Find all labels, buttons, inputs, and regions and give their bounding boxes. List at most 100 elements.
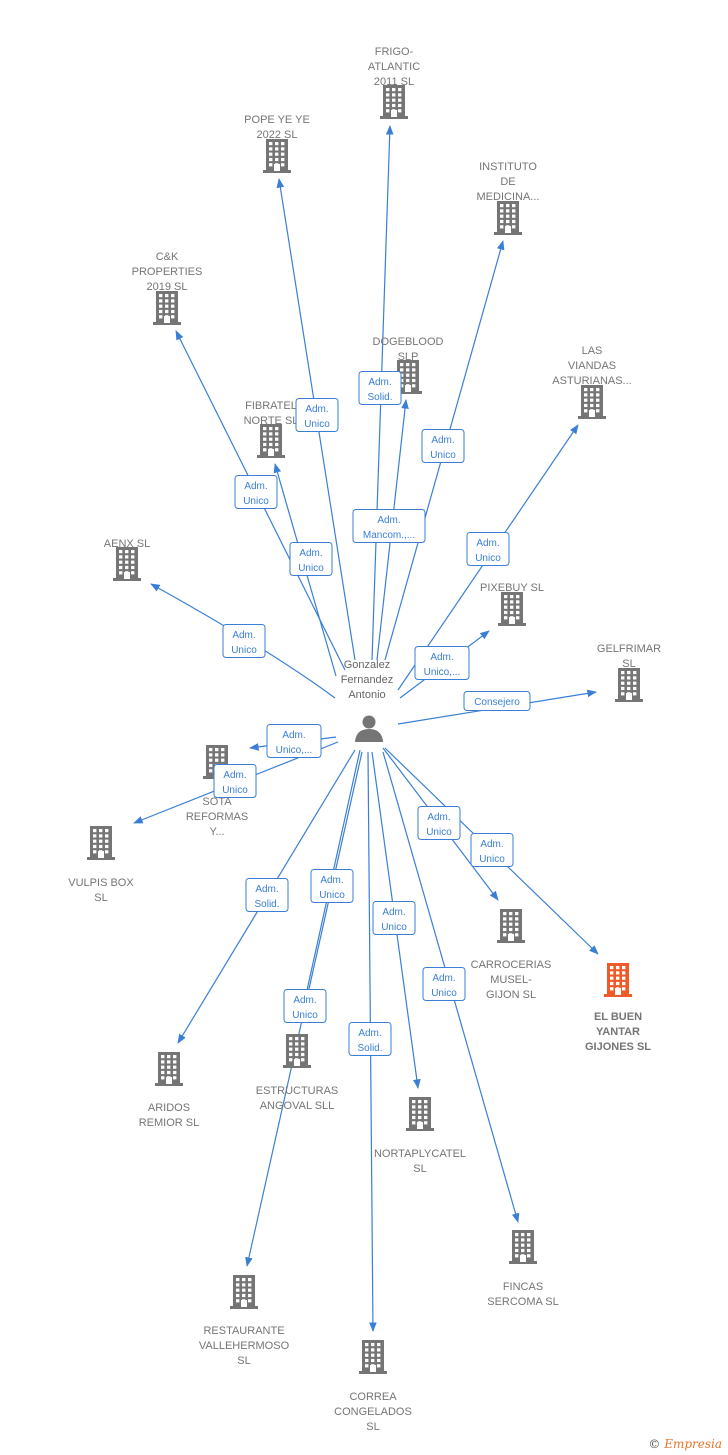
edge-label-restaurante[interactable]: Adm.Unico [283,989,327,1023]
edge-label-sota[interactable]: Adm.Unico,... [266,724,322,758]
edge-label-aenx[interactable]: Adm.Unico [222,624,266,658]
company-label-line: FINCAS [503,1281,543,1293]
edge-label-text: Adm.Unico [381,907,407,933]
edge-label-pixebuy[interactable]: Adm.Unico,... [414,646,470,680]
edge-label-box [421,429,465,463]
company-label-line: ARIDOS [148,1102,190,1114]
building-icon[interactable] [604,963,632,997]
edge-label-box [352,509,426,543]
edge-label-viandas[interactable]: Adm.Unico [466,532,510,566]
building-icon[interactable] [498,592,526,626]
edge-label-line: Adm. [431,435,454,446]
edge-label-fincas[interactable]: Adm.Unico [422,967,466,1001]
edge-label-aridos[interactable]: Adm.Solid. [245,878,289,912]
edge-label-frigo[interactable]: Adm. Solid. [358,371,402,405]
edge-label-ck[interactable]: Adm.Unico [234,475,278,509]
edge-label-box [245,878,289,912]
company-label-line: SERCOMA SL [487,1296,559,1308]
building-icon[interactable] [509,1230,537,1264]
building-icon[interactable] [497,909,525,943]
edge-label-text: Adm.Solid. [254,884,279,910]
edge-label-text: Adm.Unico [304,404,330,430]
edge-label-box [463,691,531,711]
edge-label-line: Unico [479,854,505,865]
brand-name[interactable]: Empresia [664,1437,722,1451]
building-icon[interactable] [155,1052,183,1086]
company-label-line: Y... [209,826,224,838]
building-icon[interactable] [87,826,115,860]
company-label-line: MEDICINA... [477,191,540,203]
company-label-line: SL [94,892,107,904]
company-label-pixebuy[interactable]: PIXEBUY SL [480,582,544,594]
building-icon[interactable] [263,139,291,173]
building-icon[interactable] [359,1340,387,1374]
edge-label-line: Adm. [368,377,391,388]
edge-label-line: Unico,... [424,667,461,678]
edge-label-estructuras[interactable]: Adm.Unico [310,869,354,903]
person-name-line: Antonio [348,689,385,701]
edge-label-gelfrimar[interactable]: Consejero [463,691,531,711]
company-label-line: GELFRIMAR [597,643,661,655]
person-icon[interactable] [355,715,383,743]
edge-label-text: Adm.Unico [243,481,269,507]
edge-labels-layer: Adm.Solid.Adm.UnicoAdm.UnicoAdm.UnicoAdm… [213,371,531,1056]
edge-label-line: Adm. [476,538,499,549]
edge-label-box [417,806,461,840]
edge-label-nortaply[interactable]: Adm.Unico [372,901,416,935]
edge-label-vulpis[interactable]: Adm.Unico [213,764,257,798]
company-label-line: MUSEL- [490,974,532,986]
building-icon[interactable] [578,385,606,419]
edge-label-fibratel[interactable]: Adm.Unico [289,542,333,576]
building-icon[interactable] [394,360,422,394]
edge-label-carrocerias[interactable]: Adm.Unico [417,806,461,840]
edge-label-text: Adm.Unico [298,548,324,574]
edge-label-correa[interactable]: Adm.Solid. [348,1022,392,1056]
company-label-line: CORREA [349,1391,397,1403]
building-icon[interactable] [283,1034,311,1068]
edge-label-text: Adm.Unico [426,812,452,838]
edge-label-text: Adm.Unico [475,538,501,564]
building-icon[interactable] [494,201,522,235]
building-icon[interactable] [230,1275,258,1309]
building-icon[interactable] [153,291,181,325]
edge-label-line: Unico [222,785,248,796]
company-label-aenx[interactable]: AENX SL [104,538,150,550]
company-label-line: NORTE SL [244,415,299,427]
edge-label-line: Adm. [232,630,255,641]
edge-label-popeye[interactable]: Adm.Unico [295,398,339,432]
person-name-line: Fernandez [341,674,394,686]
building-icon[interactable] [406,1097,434,1131]
edge-label-dogeblood[interactable]: Adm.Mancom.,... [352,509,426,543]
company-label-line: RESTAURANTE [203,1325,284,1337]
edge-label-instituto[interactable]: Adm.Unico [421,429,465,463]
edge-label-buenyantar[interactable]: Adm.Unico [470,833,514,867]
edge-label-line: Solid. [367,392,392,403]
company-label-line: AENX SL [104,538,150,550]
building-icon[interactable] [113,547,141,581]
company-label-line: DOGEBLOOD [373,336,444,348]
building-icon[interactable] [257,424,285,458]
company-label-fincas[interactable]: FINCAS SERCOMA SL [487,1281,559,1308]
building-icon[interactable] [380,85,408,119]
building-icon[interactable] [615,668,643,702]
edge-label-box [213,764,257,798]
